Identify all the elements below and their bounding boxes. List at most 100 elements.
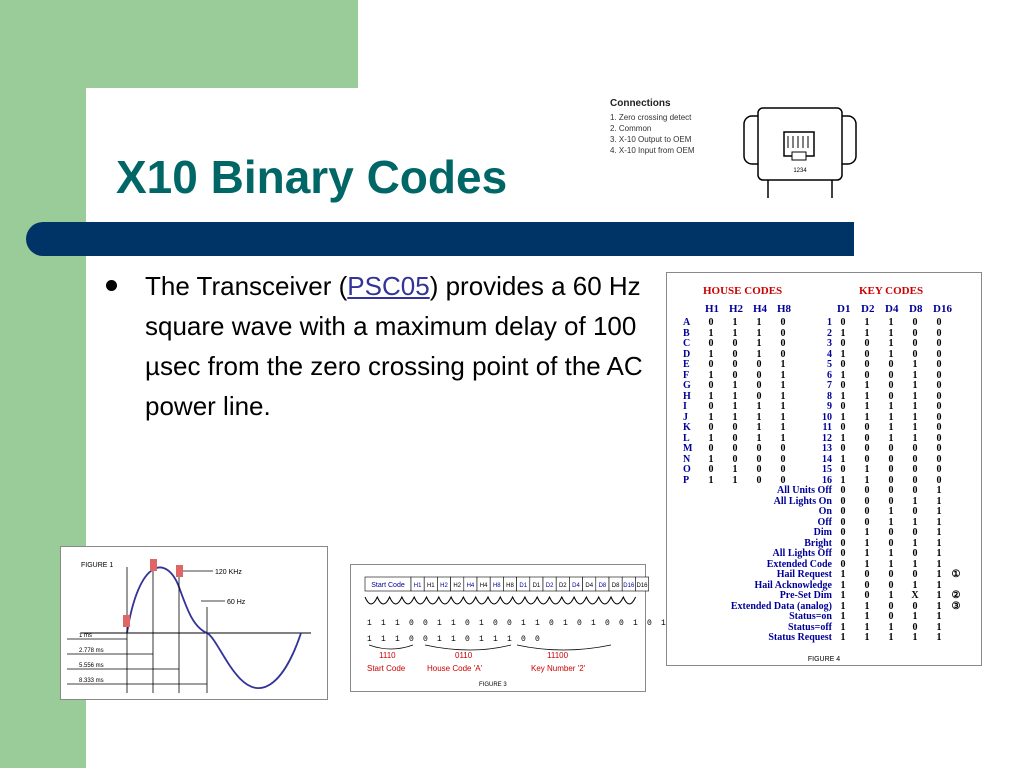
key-bit: 1 bbox=[840, 348, 846, 360]
house-bit: 0 bbox=[780, 474, 786, 486]
key-bit: 0 bbox=[864, 422, 870, 433]
timing-label: 2.778 ms bbox=[79, 648, 104, 654]
bit-header-cell: H2 bbox=[440, 583, 448, 589]
key-bit: 0 bbox=[936, 380, 942, 391]
svg-text:1 1 1 0 0 1 1 0 1 1: 1 1 1 0 0 1 1 0 1 1 1 0 0 bbox=[367, 635, 542, 644]
key-bit: 1 bbox=[912, 611, 918, 622]
key-bit: 0 bbox=[840, 485, 846, 496]
key-bit: 1 bbox=[840, 390, 846, 402]
key-codes-header: KEY CODES bbox=[859, 285, 924, 297]
key-bit: 0 bbox=[912, 453, 918, 465]
house-bit: 1 bbox=[708, 390, 714, 402]
key-bit: 0 bbox=[888, 485, 894, 496]
key-bit: 0 bbox=[936, 359, 942, 370]
key-bit: 0 bbox=[936, 464, 942, 475]
key-bit: 1 bbox=[936, 548, 942, 559]
psc05-link[interactable]: PSC05 bbox=[347, 271, 430, 301]
bit-header-cell: H1 bbox=[427, 583, 435, 589]
key-bit: 1 bbox=[912, 380, 918, 391]
bit-header-cell: D2 bbox=[546, 583, 554, 589]
key-bit: 0 bbox=[840, 422, 846, 433]
key-bit: 1 bbox=[864, 621, 870, 633]
house-bit: 1 bbox=[708, 432, 714, 444]
key-bit: 1 bbox=[912, 632, 918, 643]
key-bit: 1 bbox=[912, 359, 918, 370]
connection-line: 2. Common bbox=[610, 124, 652, 133]
house-bit: 0 bbox=[708, 401, 714, 412]
key-bit: 0 bbox=[936, 401, 942, 412]
connection-line: 1. Zero crossing detect bbox=[610, 113, 692, 122]
key-bit: 0 bbox=[888, 569, 894, 580]
house-bit: 0 bbox=[708, 443, 714, 454]
svg-text:Key Number '2': Key Number '2' bbox=[531, 664, 586, 673]
connection-line: 4. X-10 Input from OEM bbox=[610, 146, 695, 155]
key-bit: 0 bbox=[888, 579, 894, 591]
key-number: 3 bbox=[827, 338, 832, 349]
key-bit: 0 bbox=[840, 537, 846, 549]
house-bit: 0 bbox=[780, 338, 786, 349]
house-codes-header: HOUSE CODES bbox=[703, 285, 783, 297]
key-bit: 0 bbox=[888, 537, 894, 549]
key-bit: 1 bbox=[888, 422, 894, 433]
house-bit: 0 bbox=[732, 338, 738, 349]
house-bit: 0 bbox=[756, 453, 762, 465]
house-bit: 1 bbox=[732, 390, 738, 402]
timing-label: 8.333 ms bbox=[79, 678, 104, 684]
footnote-marker: ③ bbox=[951, 600, 961, 612]
bit-header-cell: D16 bbox=[636, 583, 648, 589]
house-bit: 0 bbox=[708, 464, 714, 475]
house-bit: 1 bbox=[756, 432, 762, 444]
key-bit: 0 bbox=[864, 506, 870, 517]
key-bit: 0 bbox=[936, 422, 942, 433]
key-bit: 1 bbox=[912, 401, 918, 412]
function-name: Hail Request bbox=[776, 569, 832, 580]
house-bit: 0 bbox=[708, 317, 714, 328]
house-bit: 1 bbox=[780, 401, 786, 412]
key-bit: 1 bbox=[888, 590, 894, 601]
key-bit: 1 bbox=[864, 464, 870, 475]
house-bit: 0 bbox=[732, 443, 738, 454]
key-bit: 1 bbox=[840, 411, 846, 423]
key-bit: 1 bbox=[840, 600, 846, 612]
key-bit: 0 bbox=[864, 569, 870, 580]
house-bit: 1 bbox=[780, 369, 786, 381]
house-bit: 0 bbox=[708, 422, 714, 433]
key-number: 10 bbox=[822, 411, 832, 423]
key-bit: 0 bbox=[912, 338, 918, 349]
key-bit: 0 bbox=[888, 380, 894, 391]
key-bit: 1 bbox=[888, 401, 894, 412]
key-bit: 1 bbox=[912, 558, 918, 570]
function-name: Pre-Set Dim bbox=[779, 590, 832, 601]
key-bit: 1 bbox=[840, 590, 846, 601]
key-number: 7 bbox=[827, 380, 832, 391]
house-bit: 0 bbox=[708, 338, 714, 349]
key-bit: 1 bbox=[888, 506, 894, 517]
key-bit: 0 bbox=[912, 327, 918, 339]
key-number: 9 bbox=[827, 401, 832, 412]
bit-header-cell: H2 bbox=[453, 583, 461, 589]
house-letter: D bbox=[683, 348, 691, 360]
key-bit: 0 bbox=[912, 527, 918, 538]
function-name: All Lights On bbox=[773, 495, 832, 507]
rj-jack-icon: 1234 bbox=[743, 107, 857, 198]
key-bit: 1 bbox=[864, 317, 870, 328]
house-letter: B bbox=[683, 327, 690, 339]
key-bit: 1 bbox=[888, 411, 894, 423]
key-bit: 1 bbox=[936, 621, 942, 633]
bullet-prefix: The Transceiver ( bbox=[145, 271, 348, 301]
key-bit: 1 bbox=[888, 516, 894, 528]
function-name: Hail Acknowledge bbox=[754, 579, 832, 591]
key-bit: 1 bbox=[888, 548, 894, 559]
bit-header-cell: D2 bbox=[559, 583, 567, 589]
key-bit: 0 bbox=[888, 611, 894, 622]
key-bit: X bbox=[911, 590, 919, 601]
house-bit: 0 bbox=[756, 359, 762, 370]
bit-header-cell: D8 bbox=[612, 583, 620, 589]
top-green-band bbox=[0, 0, 358, 88]
